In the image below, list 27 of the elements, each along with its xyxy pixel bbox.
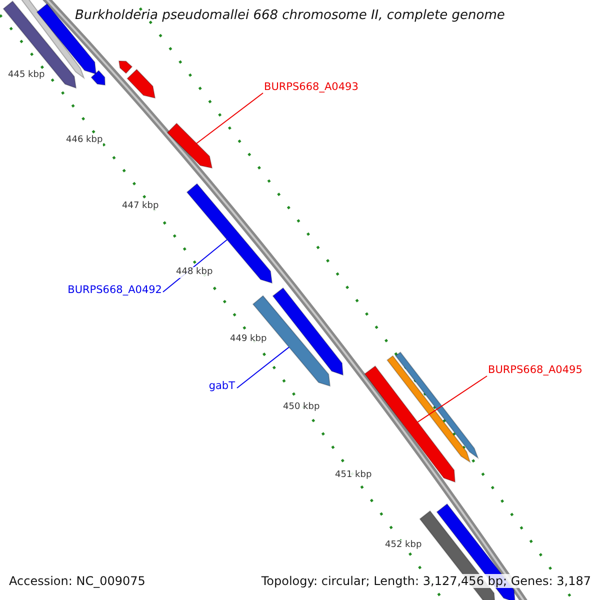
leader-line xyxy=(236,346,290,388)
genome-info-text: Topology: circular; Length: 3,127,456 bp; Genes: 3,187 xyxy=(261,574,591,588)
gene-bar xyxy=(166,122,213,169)
scale-label: 452 kbp xyxy=(385,540,422,551)
scale-label: 451 kbp xyxy=(335,470,372,481)
map-title: Burkholderia pseudomallei 668 chromosome II, complete genome xyxy=(75,8,505,24)
gene-label: BURPS668_A0493 xyxy=(264,81,358,94)
gene-label: gabT xyxy=(208,380,235,393)
gene-bar xyxy=(118,60,133,74)
gene-bar xyxy=(386,355,471,464)
accession-text: Accession: NC_009075 xyxy=(9,574,146,588)
gene-bar xyxy=(272,287,344,376)
scale-label: 445 kbp xyxy=(8,70,45,81)
scale-label: 450 kbp xyxy=(283,402,320,413)
gene-bar xyxy=(90,70,106,86)
gene-label: BURPS668_A0492 xyxy=(68,284,162,297)
leader-line xyxy=(196,92,264,144)
gene-bar xyxy=(2,0,77,89)
scale-label: 448 kbp xyxy=(176,267,213,278)
gene-bar xyxy=(126,68,156,99)
gene-bar xyxy=(252,295,331,387)
gene-label: BURPS668_A0495 xyxy=(488,364,582,377)
leader-line xyxy=(417,376,488,423)
gene-bar xyxy=(394,352,480,460)
scale-label: 447 kbp xyxy=(122,201,159,212)
scale-label: 449 kbp xyxy=(230,334,267,345)
scale-label: 446 kbp xyxy=(66,135,103,146)
